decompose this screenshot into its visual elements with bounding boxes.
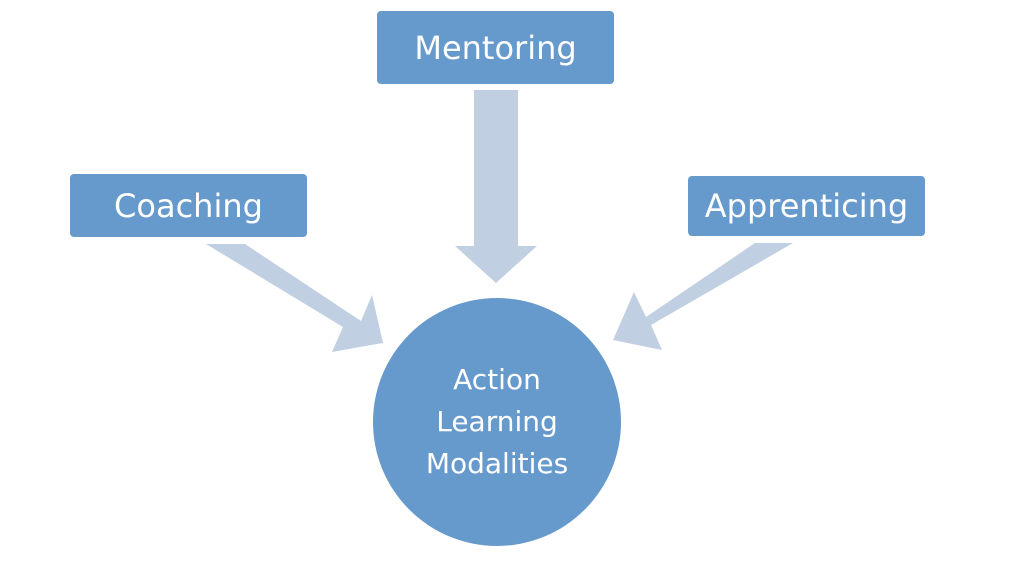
center-line-3: Modalities — [425, 447, 569, 480]
arrow-coaching-to-center — [206, 244, 383, 352]
node-apprenticing: Apprenticing — [688, 176, 925, 236]
center-line-2: Learning — [436, 405, 558, 438]
center-node: Action Learning Modalities — [373, 298, 621, 546]
node-coaching-label: Coaching — [114, 186, 263, 225]
node-coaching: Coaching — [70, 174, 307, 237]
center-line-1: Action — [453, 363, 541, 396]
node-apprenticing-label: Apprenticing — [704, 187, 909, 225]
node-mentoring-label: Mentoring — [414, 28, 577, 67]
arrow-apprenticing-to-center — [613, 243, 793, 350]
node-mentoring: Mentoring — [377, 11, 614, 84]
arrow-mentoring-to-center — [455, 90, 537, 283]
